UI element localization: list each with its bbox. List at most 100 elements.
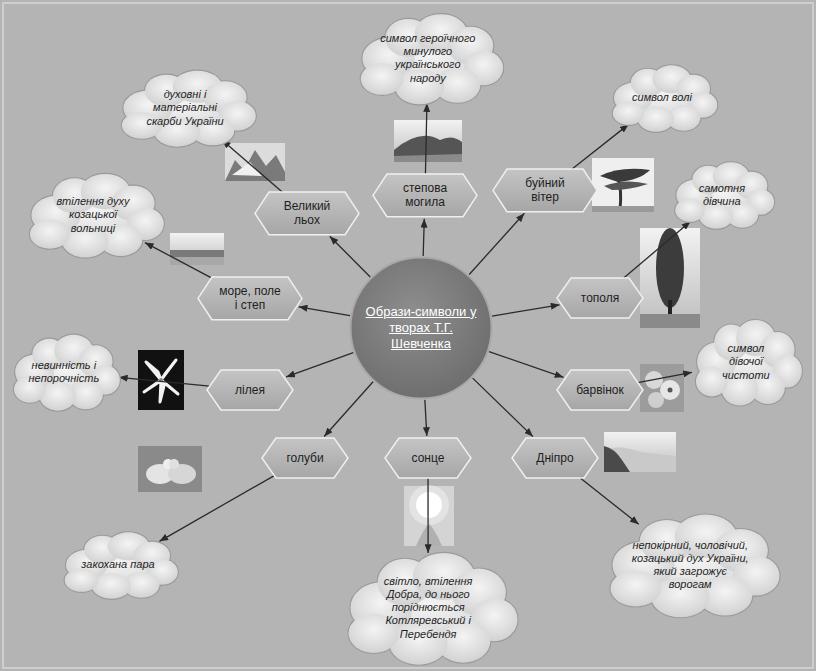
symbol-meaning: втілення духу козацької вольниці [47,195,140,235]
connector-arrow [425,400,427,436]
cloud-outline [613,65,717,132]
cloud-outline [361,14,503,104]
symbol-name: Великий льох [274,199,340,228]
hexagon-shape [198,277,302,320]
symbol-hexagon: буйний вітер [493,169,597,212]
connector-arrow [222,140,282,192]
central-circle: Образи-символи у творах Т.Г. Шевченка [349,256,493,400]
symbol-name: степова могила [392,181,458,210]
symbol-meaning: непокірний, чоловічий, козацький дух Укр… [631,539,749,592]
symbol-meaning: самотня дівчина [688,182,756,208]
cellar-picture [225,143,285,181]
circle-shape [351,258,492,399]
symbol-meaning: символ волі [632,91,692,104]
hexagon-shape [493,169,597,212]
hexagon-shape [557,278,643,318]
cloud-fill [361,14,503,104]
symbol-meaning: символ героїчного минулого українського … [378,32,477,85]
meaning-cloud: самотня дівчина [665,160,779,230]
poplar-picture [640,228,700,328]
meaning-cloud: непокірний, чоловічий, козацький дух Укр… [593,511,787,619]
symbol-name: буйний вітер [512,176,578,205]
cloud-outline [14,335,120,411]
connector-arrow [299,307,350,316]
hexagon-shape [255,192,359,235]
connector-arrow [489,352,563,378]
cloud-fill [122,71,256,147]
connector-arrow [427,478,428,553]
cloud-puff [65,569,99,592]
connector-arrow [330,236,371,277]
symbol-hexagon: сонце [385,438,471,478]
meaning-cloud: закохана пара [53,530,183,600]
hexagon-shape [385,438,471,478]
central-title: Образи-символи у творах Т.Г. Шевченка [365,304,477,353]
meaning-cloud: символ волі [602,63,722,133]
hexagon-shape [262,438,348,478]
cloud-puff [65,569,99,592]
symbol-name: барвінок [576,383,624,397]
cloud-puff [675,199,705,222]
doves-picture [138,446,202,492]
connector-arrow [324,382,373,437]
connector-arrow [423,219,424,256]
cloud-outline [610,515,779,618]
connector-arrow [286,353,353,377]
symbol-hexagon: голуби [262,438,348,478]
symbol-name: сонце [412,451,445,465]
symbol-hexagon: Великий льох [255,192,359,235]
cloud-puff [675,199,705,222]
cloud-outline [122,71,256,147]
connector-arrow [492,305,560,316]
symbol-meaning: світло, втілення Добра, до нього порідню… [369,575,487,641]
cloud-fill [348,553,517,665]
meaning-cloud: духовні і матеріальні скарби України [108,68,262,148]
frame [3,3,813,668]
cloud-fill [613,65,717,132]
hexagon-shape [557,370,643,410]
symbol-name: голуби [286,451,323,465]
cloud-puff [30,219,70,248]
meaning-cloud: світло, втілення Добра, до нього порідню… [331,549,525,667]
cloud-fill [696,320,802,406]
connector-arrow [425,103,426,174]
cloud-outline [696,320,802,406]
grave-picture [394,120,462,162]
symbol-name: море, поле і степ [217,284,283,313]
wind-tree-picture [592,158,654,212]
meaning-cloud: втілення духу козацької вольниці [16,171,170,259]
symbol-hexagon: барвінок [557,370,643,410]
connector-arrow [159,476,274,542]
symbol-meaning: духовні і матеріальні скарби України [139,88,232,128]
cloud-outline [65,532,178,599]
hexagon-shape [207,370,293,410]
periwinkle-picture [640,364,684,412]
symbol-hexagon: степова могила [373,174,477,217]
symbol-name: тополя [581,291,619,305]
symbol-meaning: невинність і непорочність [27,359,100,385]
cloud-fill [30,174,164,258]
symbol-hexagon: Дніпро [512,438,598,478]
hexagon-shape [512,438,598,478]
meaning-cloud: символ героїчного минулого українського … [346,11,510,106]
hexagon-shape [373,174,477,217]
cloud-fill [14,335,120,411]
meaning-cloud: невинність і непорочність [3,332,125,412]
connector-arrow [624,222,691,278]
symbol-hexagon: море, поле і степ [198,277,302,320]
cloud-outline [675,162,774,229]
connector-arrow [469,213,524,274]
cloud-puff [613,102,644,125]
symbol-meaning: символ дівочої чистоти [709,342,782,382]
sun-picture [404,485,454,546]
symbol-name: Дніпро [536,451,573,465]
symbol-hexagon: лілея [207,370,293,410]
symbol-name: лілея [235,383,265,397]
cloud-outline [30,174,164,258]
connector-arrow [580,478,638,524]
symbol-meaning: закохана пара [81,558,154,571]
cloud-fill [675,162,774,229]
symbol-hexagon: тополя [557,278,643,318]
cloud-puff [613,102,644,125]
